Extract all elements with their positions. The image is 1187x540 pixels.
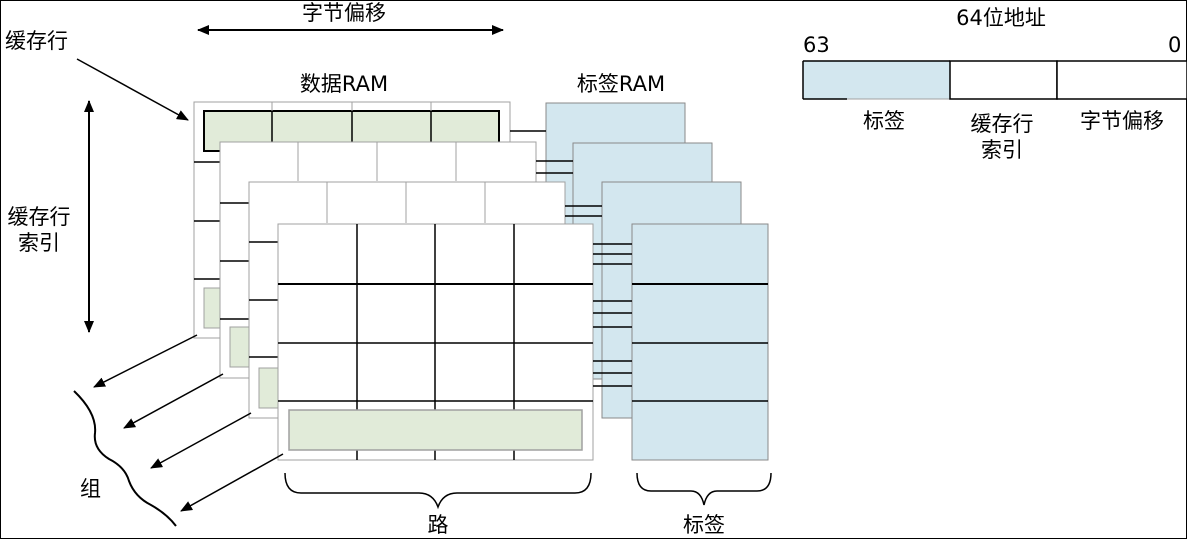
tag-label: 标签 <box>683 513 725 537</box>
address-field-index: 缓存行 索引 <box>971 111 1034 164</box>
address-msb: 63 <box>803 33 830 57</box>
set-arrows <box>93 334 284 512</box>
address-field-offset: 字节偏移 <box>1080 109 1164 133</box>
tag-brace <box>636 472 772 506</box>
cache-line-pointer-arrow <box>76 58 189 121</box>
tag-ram-plane-4 <box>631 223 769 461</box>
cache-line-index-line1: 缓存行 <box>7 205 71 229</box>
address-title: 64位地址 <box>956 6 1046 30</box>
tag-ram-stack <box>545 102 769 461</box>
cache-line-index-label: 缓存行 索引 <box>8 204 71 257</box>
data-ram-plane-4 <box>277 223 594 461</box>
cache-line-label: 缓存行 <box>5 29 68 53</box>
set-brace <box>73 390 177 527</box>
address-lsb: 0 <box>1168 33 1182 57</box>
address-field-index-line2: 索引 <box>981 138 1023 163</box>
way-brace <box>284 472 592 510</box>
tag-ram-title: 标签RAM <box>576 72 666 96</box>
data-ram-title: 数据RAM <box>299 72 389 96</box>
data-ram-stack <box>193 101 594 461</box>
ram-connection-lines <box>510 130 632 387</box>
address-bar <box>802 60 1187 100</box>
way-label: 路 <box>427 513 449 537</box>
byte-offset-label: 字节偏移 <box>302 1 386 25</box>
address-field-tag: 标签 <box>863 109 905 133</box>
cache-line-index-line2: 索引 <box>18 231 60 256</box>
address-field-index-line1: 缓存行 <box>970 112 1034 136</box>
set-label: 组 <box>80 477 101 501</box>
